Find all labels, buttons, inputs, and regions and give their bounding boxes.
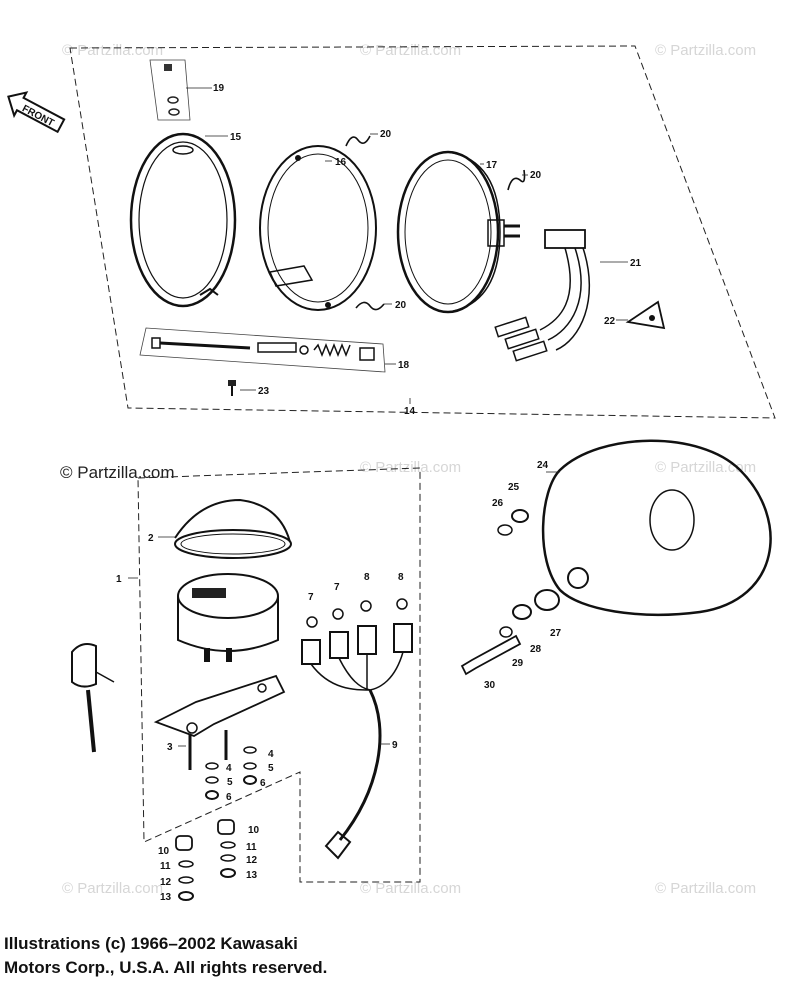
callout-17: 17	[486, 160, 498, 171]
callout-21: 21	[630, 258, 642, 269]
housing-mount-27-30	[460, 589, 560, 676]
callout-1: 1	[116, 574, 122, 585]
copyright-line-1: Illustrations (c) 1966–2002 Kawasaki	[4, 934, 298, 953]
callout-2: 2	[148, 533, 154, 544]
watermark: © Partzilla.com	[360, 459, 461, 476]
callout-10: 10	[158, 846, 170, 857]
callout-14: 14	[404, 406, 416, 417]
watermark: © Partzilla.com	[655, 459, 756, 476]
grommet-set-10-13	[175, 819, 236, 901]
callout-16: 16	[335, 157, 347, 168]
watermark: © Partzilla.com	[360, 42, 461, 59]
callout-3: 3	[167, 742, 173, 753]
partzilla-logo: © Partzilla.com	[60, 463, 175, 482]
callout-6: 6	[260, 778, 266, 789]
sealed-beam-unit-17	[396, 150, 520, 314]
front-arrow-icon: FRONT	[7, 91, 66, 134]
callout-12: 12	[160, 877, 172, 888]
watermark: © Partzilla.com	[62, 880, 163, 897]
callout-20: 20	[380, 129, 392, 140]
bulb-harness-9	[301, 598, 413, 860]
callout-15: 15	[230, 132, 242, 143]
callout-7: 7	[334, 582, 340, 593]
headlight-inner-ring-16	[259, 145, 377, 311]
screw-19	[149, 59, 212, 121]
callout-25: 25	[508, 482, 520, 493]
speedometer-body	[177, 573, 279, 662]
callout-22: 22	[604, 316, 616, 327]
callout-5: 5	[268, 763, 274, 774]
callout-23: 23	[258, 386, 270, 397]
callout-4: 4	[268, 749, 274, 760]
callout-8: 8	[364, 572, 370, 583]
callout-20: 20	[395, 300, 407, 311]
headlight-socket-21	[494, 229, 628, 362]
callout-29: 29	[512, 658, 524, 669]
meter-bracket-3	[153, 674, 286, 747]
callouts: 19 15 20 16 17 20 21 20 22 18 23 14 24 2…	[116, 83, 642, 903]
meter-assembly-outline	[137, 467, 421, 883]
callout-4: 4	[226, 763, 232, 774]
callout-28: 28	[530, 644, 542, 655]
headlight-housing-24	[541, 439, 772, 617]
watermark: © Partzilla.com	[360, 880, 461, 897]
callout-5: 5	[227, 777, 233, 788]
spring-clips-20	[345, 133, 528, 311]
callout-18: 18	[398, 360, 410, 371]
bolt-23	[228, 380, 256, 396]
callout-11: 11	[246, 842, 257, 853]
watermarks: © Partzilla.com © Partzilla.com © Partzi…	[62, 42, 756, 897]
callout-9: 9	[392, 740, 398, 751]
meter-cover-2	[158, 498, 292, 559]
adjusting-screw-set-18	[139, 327, 396, 373]
callout-6: 6	[226, 792, 232, 803]
callout-30: 30	[484, 680, 496, 691]
callout-7: 7	[308, 592, 314, 603]
watermark: © Partzilla.com	[655, 42, 756, 59]
copyright-line-2: Motors Corp., U.S.A. All rights reserved…	[4, 958, 328, 977]
copyright-notice: Illustrations (c) 1966–2002 Kawasaki Mot…	[4, 932, 327, 980]
mounting-hardware-4-6	[188, 730, 257, 800]
callout-8: 8	[398, 572, 404, 583]
watermark: © Partzilla.com	[655, 880, 756, 897]
callout-27: 27	[550, 628, 562, 639]
callout-20: 20	[530, 170, 542, 181]
callout-26: 26	[492, 498, 504, 509]
callout-19: 19	[213, 83, 225, 94]
callout-24: 24	[537, 460, 549, 471]
watermark: © Partzilla.com	[62, 42, 163, 59]
callout-13: 13	[246, 870, 258, 881]
callout-10: 10	[248, 825, 260, 836]
callout-11: 11	[160, 861, 171, 872]
grommet-22	[616, 300, 666, 330]
callout-13: 13	[160, 892, 172, 903]
callout-12: 12	[246, 855, 258, 866]
cable-switch	[71, 643, 115, 753]
nut-washer-25-26	[497, 509, 529, 536]
headlight-rim-15	[129, 132, 237, 308]
parts-diagram: © Partzilla.com © Partzilla.com © Partzi…	[7, 42, 776, 903]
headlight-assembly-outline	[69, 45, 776, 419]
